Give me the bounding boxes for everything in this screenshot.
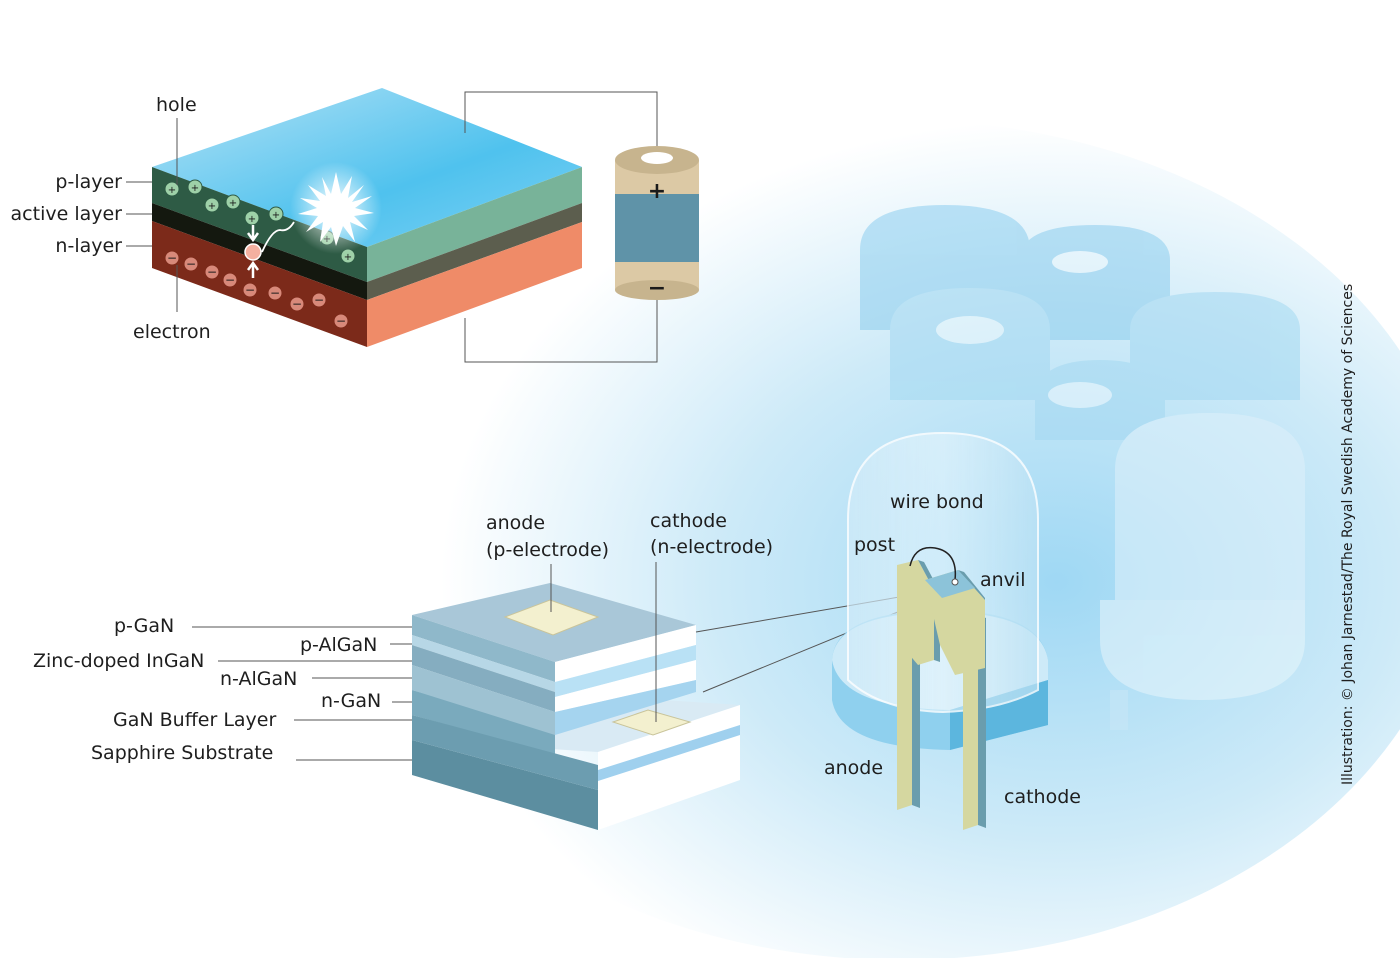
anvil <box>925 570 985 675</box>
label-n-algan: n-AlGaN <box>220 668 297 690</box>
label-p-gan: p-GaN <box>114 615 174 637</box>
pn-labels: hole p-layer active layer n-layer electr… <box>11 94 211 343</box>
battery-plus: + <box>648 179 666 204</box>
svg-text:−: − <box>186 257 196 271</box>
arrow-up <box>246 260 260 278</box>
chip-labels: anode (p-electrode) cathode (n-electrode… <box>33 510 773 764</box>
svg-text:−: − <box>270 286 280 300</box>
substrate-front <box>412 740 598 830</box>
svg-text:−: − <box>336 314 346 328</box>
led-labels: wire bond post anvil anode cathode <box>824 491 1081 808</box>
background-leds <box>860 205 1305 730</box>
svg-text:−: − <box>207 265 217 279</box>
label-substrate: Sapphire Substrate <box>91 742 273 764</box>
svg-text:+: + <box>248 214 256 225</box>
label-cathode-led: cathode <box>1004 786 1081 808</box>
svg-text:+: + <box>229 198 237 209</box>
label-cathode-sub: (n-electrode) <box>650 536 773 558</box>
pn-junction-block: +++ +++ ++ −−− −−− −−− <box>152 88 582 347</box>
label-wire-bond: wire bond <box>890 491 984 513</box>
circuit <box>464 91 658 363</box>
label-zinc-ingan: Zinc-doped InGaN <box>33 650 204 672</box>
battery-minus: − <box>648 276 666 301</box>
light-burst <box>298 172 374 246</box>
n-layer-side <box>367 222 582 347</box>
label-p-algan: p-AlGaN <box>300 634 377 656</box>
n-layer-front <box>152 221 367 347</box>
svg-text:+: + <box>272 210 280 221</box>
wire-top <box>464 91 658 152</box>
label-n-gan: n-GaN <box>321 690 381 712</box>
label-anode-chip: anode <box>486 512 545 534</box>
wire-bond <box>909 546 957 581</box>
label-electron: electron <box>133 321 211 343</box>
battery: + − <box>615 146 699 301</box>
label-buffer: GaN Buffer Layer <box>113 709 276 731</box>
cathode-pad <box>611 709 692 736</box>
credit-text: Illustration: © Johan Jarnestad/The Roya… <box>1340 284 1356 785</box>
anode-pad <box>503 599 600 636</box>
post <box>897 560 934 665</box>
wire-bottom <box>464 298 658 363</box>
svg-text:−: − <box>167 251 177 265</box>
p-layer-front <box>152 167 367 282</box>
svg-text:+: + <box>191 183 199 194</box>
label-anvil: anvil <box>980 569 1026 591</box>
p-layer-side <box>367 167 582 282</box>
label-p-layer: p-layer <box>55 171 122 193</box>
svg-text:−: − <box>225 273 235 287</box>
label-hole: hole <box>156 94 197 116</box>
active-layer-side <box>367 203 582 300</box>
svg-text:−: − <box>245 283 255 297</box>
arrow-down <box>246 225 260 243</box>
led-package <box>832 431 1048 830</box>
electron-signs: −−− −−− −−− <box>167 251 346 328</box>
photon-path <box>261 221 295 253</box>
svg-text:−: − <box>314 293 324 307</box>
led-chip <box>412 583 740 830</box>
label-cathode-chip: cathode <box>650 510 727 532</box>
electrons <box>164 250 349 329</box>
label-active-layer: active layer <box>11 203 123 225</box>
label-post: post <box>854 534 895 556</box>
svg-text:+: + <box>344 252 352 263</box>
label-n-layer: n-layer <box>55 235 122 257</box>
pn-top-face <box>152 88 582 247</box>
label-anode-sub: (p-electrode) <box>486 539 609 561</box>
n-gan-front <box>412 690 555 755</box>
svg-text:+: + <box>208 201 216 212</box>
label-anode-led: anode <box>824 757 883 779</box>
svg-text:−: − <box>292 297 302 311</box>
recombination-point <box>244 243 262 261</box>
svg-text:+: + <box>168 185 176 196</box>
